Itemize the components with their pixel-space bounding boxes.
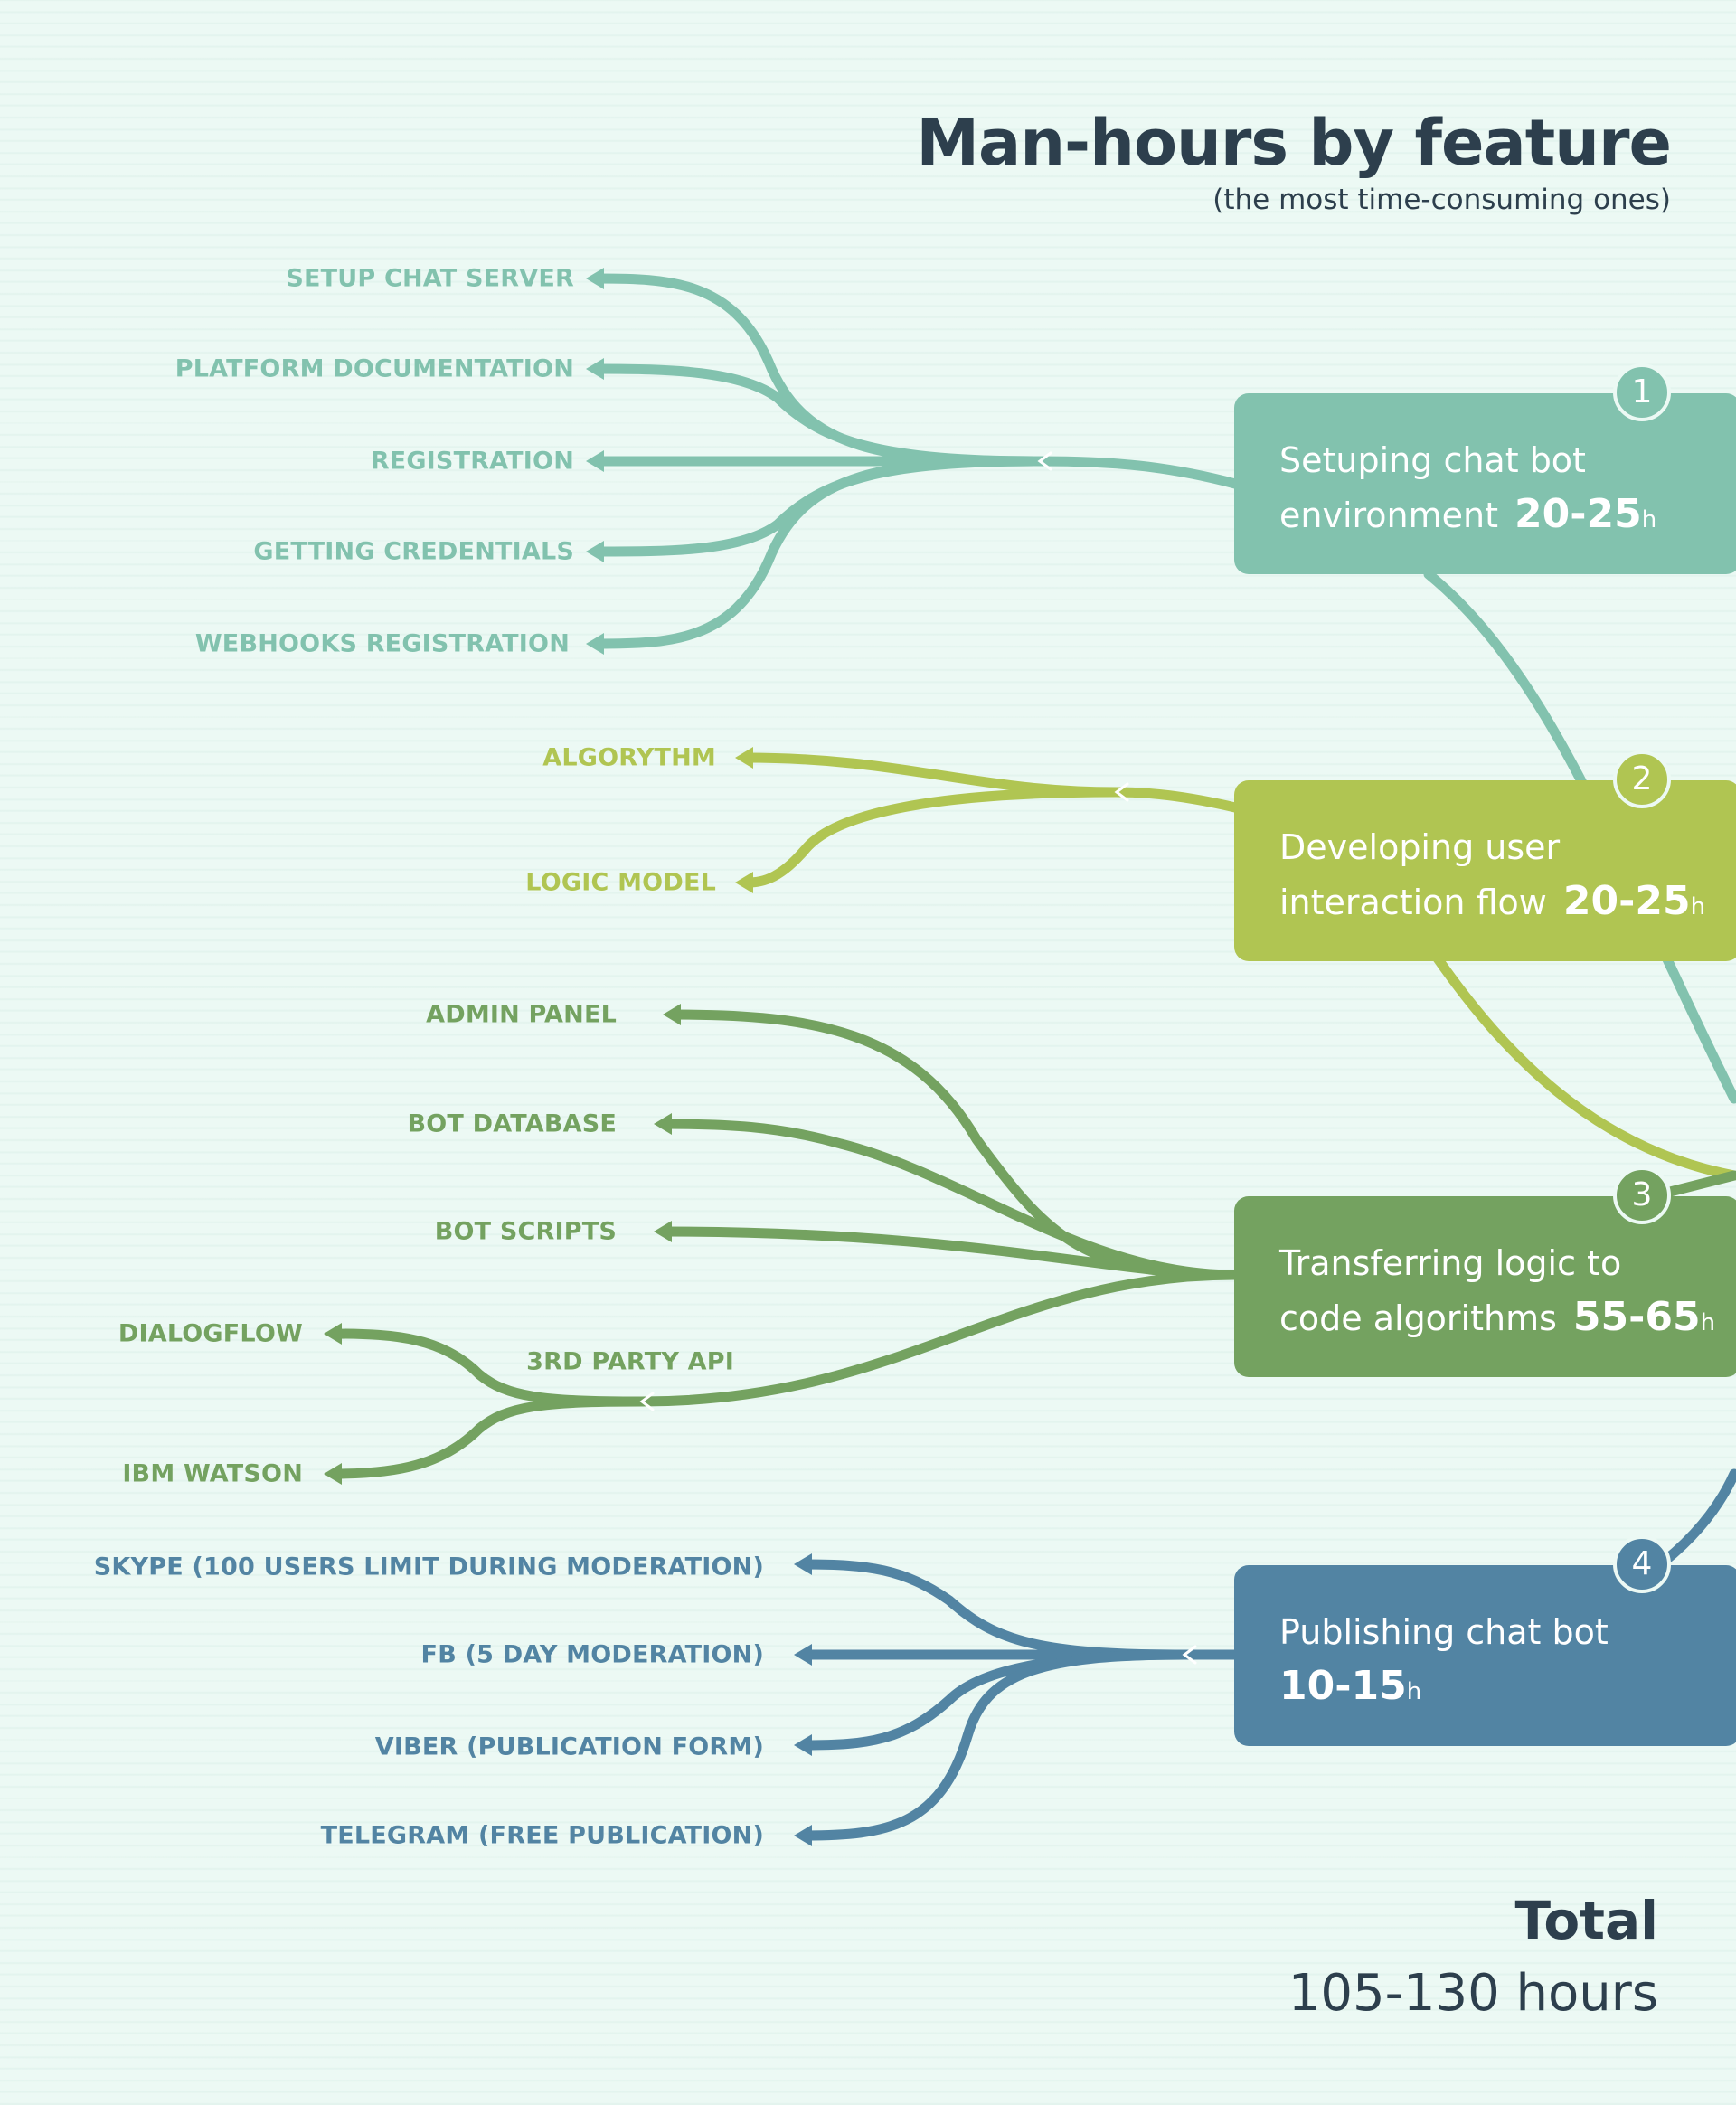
leaf-getting-credentials: GETTING CREDENTIALS xyxy=(253,537,574,566)
feature-1-line2-row: environment 20-25h xyxy=(1279,487,1736,547)
arrow-left-icon xyxy=(586,633,604,655)
leaf-webhooks-registration: WEBHOOKS REGISTRATION xyxy=(194,629,570,658)
chevron-left-icon xyxy=(1037,451,1052,471)
leaf-registration: REGISTRATION xyxy=(370,447,574,476)
arrow-left-icon xyxy=(663,1004,681,1025)
arrow-left-icon xyxy=(586,268,604,289)
arrow-left-icon xyxy=(654,1221,672,1242)
leaf-fb: FB (5 DAY MODERATION) xyxy=(420,1640,764,1669)
leaf-admin-panel: ADMIN PANEL xyxy=(426,1000,617,1029)
feature-2-hours-wrap: 20-25h xyxy=(1563,878,1705,924)
branch-4-to-leaf-1 xyxy=(799,1559,1190,1660)
arrow-left-icon xyxy=(735,872,753,893)
feature-2-number-badge: 2 xyxy=(1613,750,1671,808)
leaf-viber: VIBER (PUBLICATION FORM) xyxy=(374,1732,764,1761)
arrow-left-icon xyxy=(586,450,604,472)
arrow-left-icon xyxy=(654,1113,672,1135)
branch-1-to-leaf-4 xyxy=(591,456,1045,557)
branch-3-to-api xyxy=(637,1270,1241,1407)
arrow-left-icon xyxy=(586,541,604,562)
arrow-left-icon xyxy=(794,1734,812,1756)
leaf-ibm-watson: IBM WATSON xyxy=(122,1459,303,1488)
arrow-left-icon xyxy=(586,358,604,380)
branch-4-to-leaf-4 xyxy=(799,1649,1190,1841)
arrow-left-icon xyxy=(794,1644,812,1666)
feature-2-line1: Developing user xyxy=(1279,827,1561,867)
leaf-bot-database: BOT DATABASE xyxy=(407,1109,617,1138)
feature-1-hours-wrap: 20-25h xyxy=(1514,491,1656,537)
feature-3-hours-wrap: 55-65h xyxy=(1573,1294,1715,1340)
feature-2-hours: 20-25 xyxy=(1562,878,1691,924)
feature-4-hours: 10-15 xyxy=(1279,1663,1407,1709)
branch-2-stem xyxy=(1111,787,1241,813)
feature-1-number-badge: 1 xyxy=(1613,363,1671,421)
feature-3-number-badge: 3 xyxy=(1613,1166,1671,1224)
feature-3-line1: Transferring logic to xyxy=(1279,1243,1622,1283)
chevron-left-icon xyxy=(1182,1645,1197,1665)
arrow-heads xyxy=(324,268,812,1846)
feature-2-unit: h xyxy=(1690,893,1706,920)
branch-4-to-leaf-3 xyxy=(799,1649,1190,1751)
leaf-bot-scripts: BOT SCRIPTS xyxy=(434,1217,617,1246)
page-title: Man-hours by feature xyxy=(916,106,1672,180)
branch-1-to-leaf-2 xyxy=(591,363,1045,467)
page-subtitle: (the most time-consuming ones) xyxy=(1212,184,1671,216)
arrow-left-icon xyxy=(324,1463,342,1485)
feature-box-transfer-logic: Transferring logic to code algorithms 55-… xyxy=(1234,1196,1736,1377)
feature-4-unit: h xyxy=(1406,1678,1422,1705)
leaf-dialogflow: DIALOGFLOW xyxy=(118,1319,303,1348)
arrow-left-icon xyxy=(794,1825,812,1846)
branch-1-stem xyxy=(1034,456,1241,489)
chevron-left-icon xyxy=(639,1392,655,1411)
leaf-algorythm: ALGORYTHM xyxy=(542,743,716,772)
branch-2-to-leaf-1 xyxy=(741,752,1122,798)
total-value: 105-130 hours xyxy=(1288,1964,1658,2023)
leaf-logic-model: LOGIC MODEL xyxy=(525,868,716,897)
branch-1-to-leaf-5 xyxy=(591,456,1045,649)
feature-3-line2-row: code algorithms 55-65h xyxy=(1279,1290,1736,1350)
leaf-3rd-party-api: 3RD PARTY API xyxy=(526,1347,734,1376)
feature-3-hours: 55-65 xyxy=(1572,1294,1701,1340)
total-label: Total xyxy=(1514,1890,1658,1951)
leaf-setup-chat-server: SETUP CHAT SERVER xyxy=(286,264,574,293)
feature-1-unit: h xyxy=(1641,506,1657,533)
feature-4-hours-wrap: 10-15h xyxy=(1279,1663,1421,1709)
branch-2-to-leaf-2 xyxy=(741,787,1122,888)
feature-3-line2: code algorithms xyxy=(1279,1298,1557,1338)
api-to-leaf-2 xyxy=(329,1396,647,1479)
feature-4-hours-row: 10-15h xyxy=(1279,1659,1736,1719)
feature-4-number-badge: 4 xyxy=(1613,1535,1671,1593)
feature-2-line2-row: interaction flow 20-25h xyxy=(1279,874,1736,934)
chevron-left-icon xyxy=(1114,782,1129,802)
feature-box-interaction-flow: Developing user interaction flow 20-25h xyxy=(1234,780,1736,961)
arrow-left-icon xyxy=(324,1323,342,1345)
trunk-2-to-center xyxy=(1432,953,1736,1181)
total-summary: Total 105-130 hours xyxy=(1288,1890,1658,2023)
feature-2-line2: interaction flow xyxy=(1279,883,1547,922)
leaf-platform-documentation: PLATFORM DOCUMENTATION xyxy=(175,354,574,383)
feature-box-setup-environment: Setuping chat bot environment 20-25h xyxy=(1234,393,1736,574)
feature-box-publishing: Publishing chat bot 10-15h xyxy=(1234,1565,1736,1746)
feature-1-line1: Setuping chat bot xyxy=(1279,440,1586,480)
feature-3-unit: h xyxy=(1700,1309,1716,1336)
feature-1-line2: environment xyxy=(1279,496,1499,535)
branch-3-to-leaf-3 xyxy=(659,1226,1241,1280)
feature-1-hours: 20-25 xyxy=(1514,491,1642,537)
arrow-left-icon xyxy=(735,747,753,769)
leaf-skype: SKYPE (100 USERS LIMIT DURING MODERATION… xyxy=(93,1553,764,1581)
arrow-left-icon xyxy=(794,1553,812,1575)
branch-3-to-leaf-2 xyxy=(659,1119,1241,1280)
header: Man-hours by feature (the most time-cons… xyxy=(916,106,1672,217)
feature-4-line1: Publishing chat bot xyxy=(1279,1612,1609,1652)
leaf-telegram: TELEGRAM (FREE PUBLICATION) xyxy=(320,1821,764,1850)
